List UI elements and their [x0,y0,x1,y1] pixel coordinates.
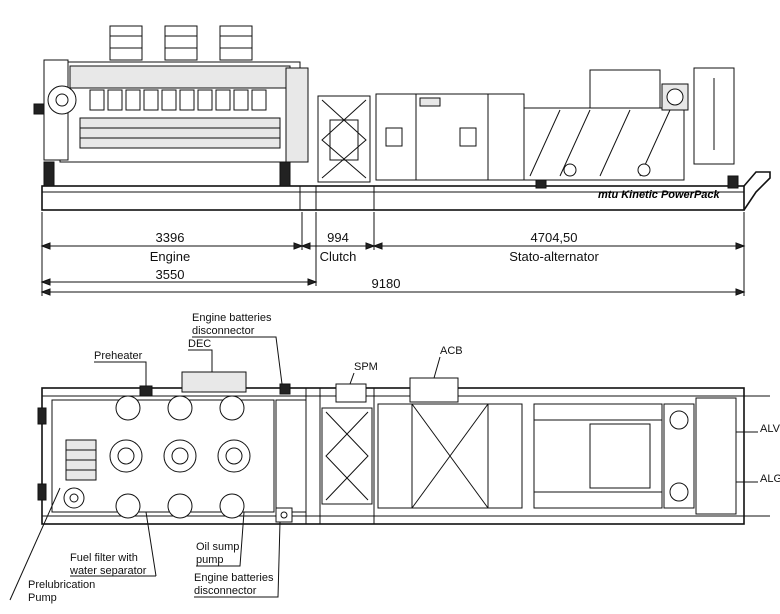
base-frame [41,185,745,211]
spm-unit [335,383,367,403]
preheater-label: Preheater [94,350,143,362]
batt-disc-bot-label-2: disconnector [194,585,257,597]
alg-label: ALG [760,473,780,485]
engine-plan [37,371,307,523]
batt-disc-top-label-1: Engine batteries [192,312,272,324]
prelub-label-1: Prelubrication [28,579,95,591]
prelub-label-2: Pump [28,592,57,604]
alternator-plan [377,377,737,515]
dec-label: DEC [188,338,211,350]
preheater-unit [139,385,153,397]
stato-alternator [375,67,735,181]
oil-sump-label-1: Oil sump [196,541,239,553]
dec-unit [181,371,247,393]
alternator-length-value: 4704,50 [531,230,578,245]
clutch-section [317,95,371,183]
top-frame [41,387,745,525]
side-dimensions: 3396 Engine 994 Clutch 4704,50 Stato-alt… [40,212,746,296]
clutch-plan [321,383,373,505]
top-callouts: Engine batteries disconnector DEC Prehea… [9,312,780,604]
batt-disc-bot-label-1: Engine batteries [194,572,274,584]
engine-length-label: Engine [150,249,190,264]
engine-base-length-value: 3550 [156,267,185,282]
spm-label: SPM [354,361,378,373]
top-view [37,371,770,525]
alternator-length-label: Stato-alternator [509,249,599,264]
oil-sump-label-2: pump [196,554,224,566]
fuel-filter-label-2: water separator [69,565,147,577]
fuel-filter-label-1: Fuel filter with [70,552,138,564]
acb-label: ACB [440,345,463,357]
total-length-value: 9180 [372,276,401,291]
acb-unit [409,377,459,403]
engine-length-value: 3396 [156,230,185,245]
clutch-length-label: Clutch [320,249,357,264]
clutch-length-value: 994 [327,230,349,245]
engine-block [33,25,309,163]
alv-label: ALV [760,423,780,435]
batt-disc-top-label-2: disconnector [192,325,255,337]
side-view: mtu Kinetic PowerPack [33,25,771,211]
brand-label: mtu Kinetic PowerPack [598,189,721,201]
